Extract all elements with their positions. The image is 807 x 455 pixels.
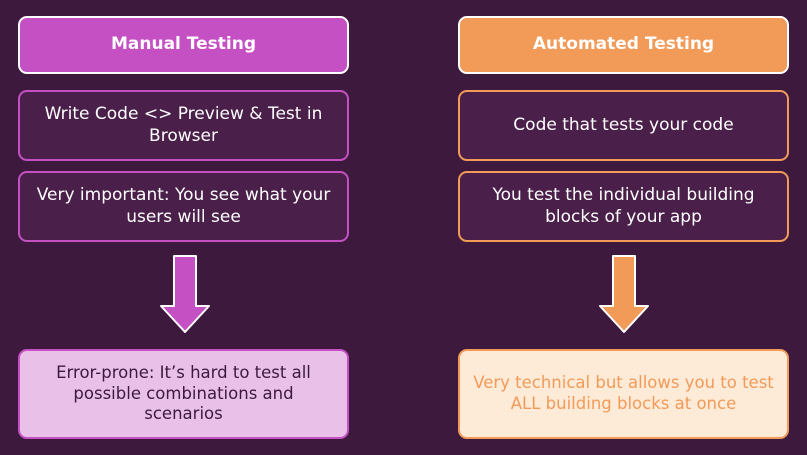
automated-testing-title: Automated Testing xyxy=(532,34,715,55)
manual-item-1: Write Code <> Preview & Test in Browser xyxy=(18,90,349,161)
automated-testing-header: Automated Testing xyxy=(458,16,789,74)
manual-item-2-text: Very important: You see what your users … xyxy=(36,185,331,227)
automated-item-1-text: Code that tests your code xyxy=(513,114,734,135)
manual-item-1-text: Write Code <> Preview & Test in Browser xyxy=(44,104,323,146)
automated-result-text: Very technical but allows you to test AL… xyxy=(473,373,774,413)
automated-item-2-text: You test the individual building blocks … xyxy=(492,185,755,227)
manual-result-text: Error-prone: It’s hard to test all possi… xyxy=(56,363,311,424)
manual-down-arrow-icon xyxy=(160,255,210,333)
manual-item-2: Very important: You see what your users … xyxy=(18,171,349,242)
manual-testing-header: Manual Testing xyxy=(18,16,349,74)
manual-result-box: Error-prone: It’s hard to test all possi… xyxy=(18,349,349,439)
automated-down-arrow-icon xyxy=(599,255,649,333)
automated-item-2: You test the individual building blocks … xyxy=(458,171,789,242)
automated-result-box: Very technical but allows you to test AL… xyxy=(458,349,789,439)
automated-item-1: Code that tests your code xyxy=(458,90,789,161)
manual-testing-title: Manual Testing xyxy=(110,34,257,55)
